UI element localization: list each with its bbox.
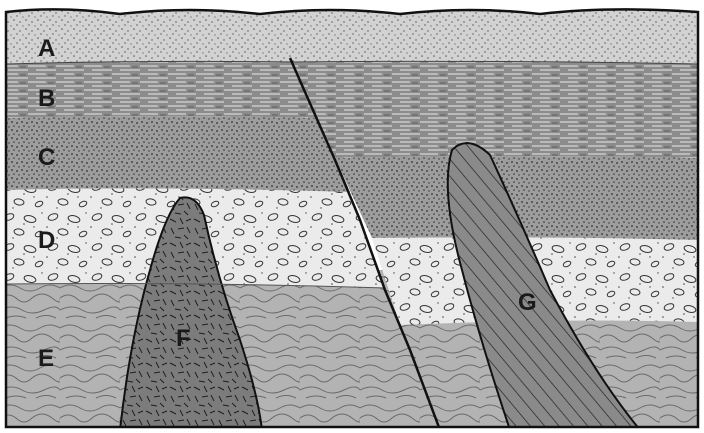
layer-a [6,9,698,64]
layer-c-label: C [38,144,55,171]
intrusion-g-label: G [518,289,537,316]
layer-b-label: B [38,85,55,112]
layer-d-label: D [38,227,55,254]
layer-c-left [6,116,350,192]
layer-e-label: E [38,345,54,372]
intrusion-f-label: F [176,325,191,352]
layer-b-right [292,61,698,158]
layer-a-label: A [38,35,55,62]
